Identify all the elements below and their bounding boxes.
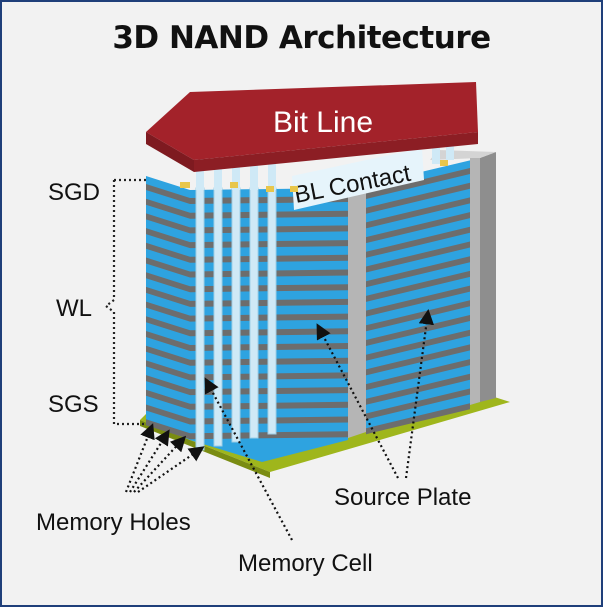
layer-stripe-right [366, 168, 470, 199]
wl-label: WL [56, 295, 92, 322]
layer-stripe-right [366, 300, 470, 332]
layer-stripe-left [146, 213, 190, 234]
bit-line: Bit Line [146, 82, 478, 172]
layer-stripe-right [366, 388, 470, 420]
memory-holes-arrows [124, 423, 205, 493]
diagram-title: 3D NAND Architecture [112, 20, 491, 56]
layer-stripe-right [366, 344, 470, 376]
layer-stripe-left [146, 286, 190, 307]
memory-holes-label: Memory Holes [36, 509, 191, 536]
layer-stripe-right [366, 285, 470, 317]
layer-stripe-left [146, 184, 190, 204]
layer-stripe-right [366, 212, 470, 244]
memory-hole-pillar [231, 187, 241, 443]
layer-stripe-right [366, 197, 470, 229]
layer-stripe-right [366, 403, 470, 435]
layer-stripe-left [146, 242, 190, 263]
layer-stripe-left [146, 360, 190, 381]
memory-cell-label: Memory Cell [238, 550, 373, 577]
layer-stripe-left [146, 316, 190, 337]
layer-stripe-front [190, 431, 348, 440]
layer-stripe-left [146, 404, 190, 425]
sgd-bracket [104, 178, 146, 426]
memory-hole-pillar [249, 187, 259, 439]
source-plate-arrows [316, 308, 435, 479]
layer-stripe-right [366, 270, 470, 302]
layer-stripe-left [146, 272, 190, 293]
bit-line-label: Bit Line [273, 106, 373, 139]
layer-stripe-left [146, 375, 190, 396]
word-line-layers [146, 168, 470, 440]
layer-stripe-right [366, 373, 470, 405]
layer-stripe-left [146, 419, 190, 440]
source-plate-label: Source Plate [334, 484, 471, 511]
memory-cell-arrow [204, 377, 293, 541]
layer-stripe-left [146, 301, 190, 322]
memory-hole-pillar [195, 187, 205, 451]
layer-stripe-left [146, 228, 190, 249]
sgd-label: SGD [48, 179, 100, 206]
layer-stripe-left [146, 389, 190, 410]
layer-stripe-left [146, 331, 190, 351]
layer-stripe-left [146, 257, 190, 278]
layer-stripe-right [366, 182, 470, 214]
source-plate-right [430, 150, 496, 405]
layer-stripe-right [366, 256, 470, 288]
layer-stripe-left [146, 345, 190, 366]
sgs-label: SGS [48, 391, 99, 418]
layer-stripe-right [366, 359, 470, 391]
layer-stripe-left [146, 198, 190, 219]
layer-stripe-right [366, 315, 470, 346]
layer-stripe-right [366, 226, 470, 258]
memory-hole-pillar [267, 187, 277, 435]
layer-stripe-right [366, 329, 470, 361]
layer-stripe-right [366, 241, 470, 273]
